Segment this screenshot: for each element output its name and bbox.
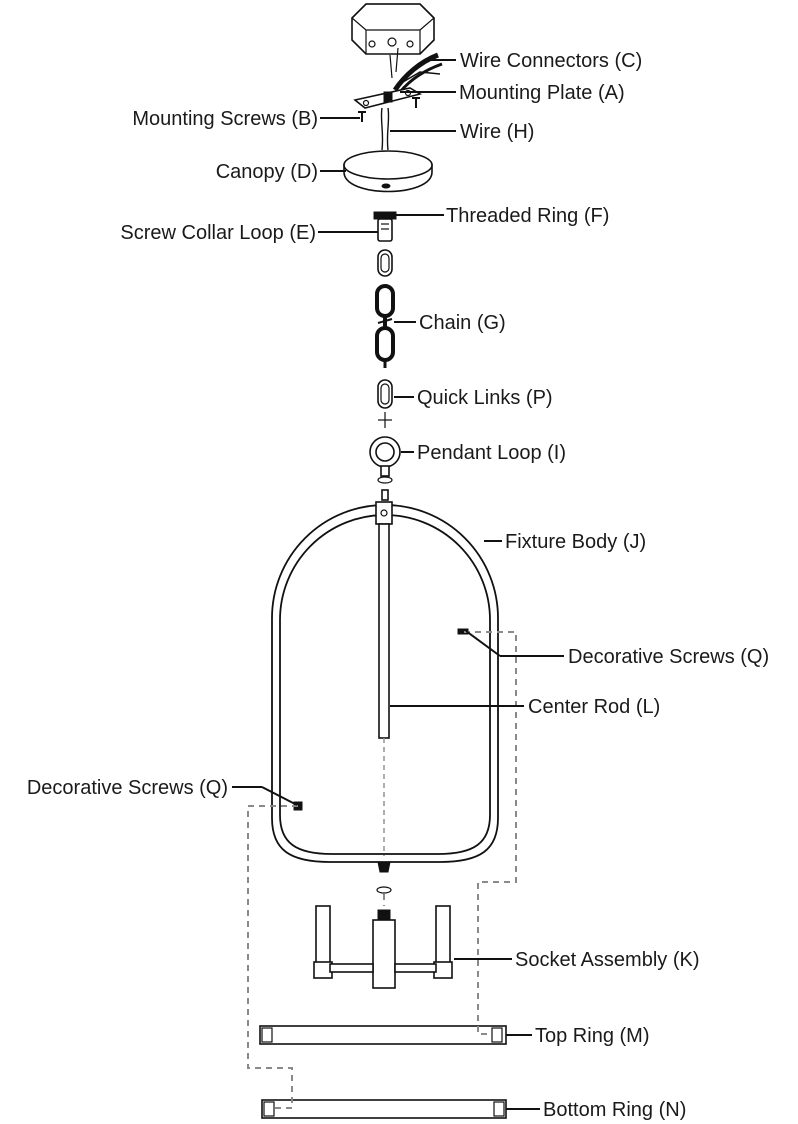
label-center-rod: Center Rod (L) — [528, 696, 660, 718]
fixture-nut — [376, 861, 392, 894]
label-canopy: Canopy (D) — [216, 161, 318, 183]
center-rod — [378, 523, 390, 856]
label-quick-links: Quick Links (P) — [417, 387, 553, 409]
label-mounting-plate: Mounting Plate (A) — [459, 82, 625, 104]
label-fixture-body: Fixture Body (J) — [505, 531, 646, 553]
pendant-loop — [369, 436, 401, 501]
label-wire-connectors: Wire Connectors (C) — [460, 50, 642, 72]
assembly-guides — [247, 631, 517, 1109]
quick-link-upper — [377, 249, 393, 277]
wire — [380, 107, 390, 151]
label-chain: Chain (G) — [419, 312, 506, 334]
quick-links — [377, 379, 393, 428]
mounting-screws — [358, 97, 420, 122]
threaded-ring — [373, 211, 397, 220]
label-decorative-screws-right: Decorative Screws (Q) — [568, 646, 769, 668]
leader-lines — [232, 59, 564, 1110]
socket-assembly — [313, 905, 453, 989]
bottom-ring — [261, 1099, 507, 1119]
label-mounting-screws: Mounting Screws (B) — [132, 108, 318, 130]
wire-connectors — [389, 47, 443, 93]
label-pendant-loop: Pendant Loop (I) — [417, 442, 566, 464]
label-threaded-ring: Threaded Ring (F) — [446, 205, 609, 227]
label-wire: Wire (H) — [460, 121, 534, 143]
screw-collar-loop — [377, 218, 393, 242]
canopy — [343, 150, 433, 193]
label-screw-collar-loop: Screw Collar Loop (E) — [120, 222, 316, 244]
chain — [375, 284, 395, 368]
junction-box — [351, 3, 435, 55]
label-top-ring: Top Ring (M) — [535, 1025, 649, 1047]
label-bottom-ring: Bottom Ring (N) — [543, 1099, 686, 1121]
label-decorative-screws-left: Decorative Screws (Q) — [27, 777, 228, 799]
top-ring — [259, 1025, 507, 1045]
label-socket-assembly: Socket Assembly (K) — [515, 949, 700, 971]
fixture-body — [271, 501, 499, 863]
